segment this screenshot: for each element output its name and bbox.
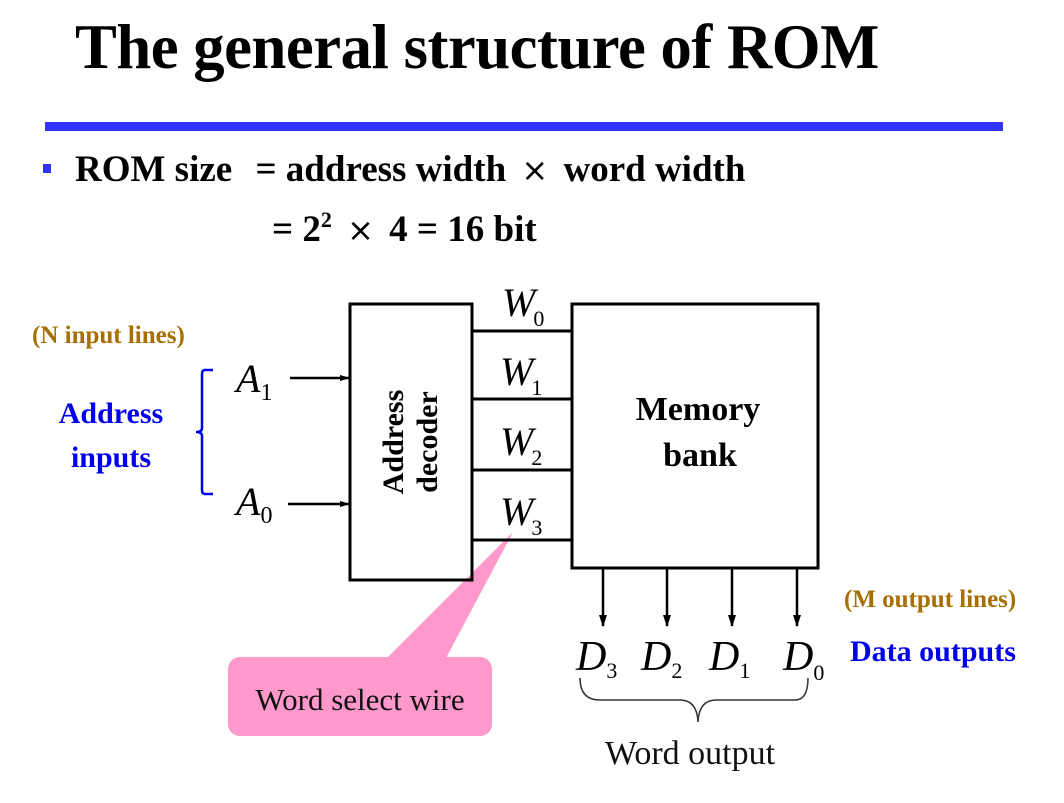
svg-text:Address: Address [377,390,410,494]
formula-line-1: ROM size = address width × word width [75,148,745,191]
output-label-d3: D3 [575,634,617,683]
data-outputs-label: Data outputs [850,635,1016,668]
slide-title: The general structure of ROM [75,11,879,82]
formula-equals: = [272,209,294,250]
title-divider [45,122,1003,131]
svg-text:decoder: decoder [411,391,444,493]
square-bullet-icon [43,164,51,173]
address-inputs-label-line-1: Address [58,397,164,430]
formula-base: 2 [302,209,321,250]
word-label-w0: W0 [502,280,544,331]
formula-factor: 4 [389,209,408,250]
times-operator: × [347,211,374,249]
output-lines-note: (M output lines) [844,586,1017,613]
output-label-d0: D0 [782,634,824,685]
formula-lhs: ROM size [75,149,233,190]
address-inputs-label: Address inputs [40,392,182,480]
address-brace [195,368,213,496]
word-label-w1: W1 [500,349,542,400]
output-label-d2: D2 [640,634,682,683]
address-decoder-label: Address decoder [377,390,444,494]
formula-term-word-width: word width [563,149,746,190]
word-output-brace [579,677,809,723]
input-label-a1: A1 [233,356,272,406]
times-operator: × [521,151,549,189]
output-label-d1: D1 [708,634,750,683]
input-lines-note: (N input lines) [32,322,185,349]
formula-term-address-width: address width [285,149,507,190]
formula-exponent: 2 [320,207,332,232]
formula-equals: = [255,149,277,190]
address-decoder-box [348,302,474,582]
word-label-w3: W3 [500,489,542,540]
input-label-a0: A0 [233,479,272,529]
word-select-callout [228,657,492,736]
memory-bank-label-line-2: bank [663,437,737,474]
memory-bank-box [570,302,820,570]
formula-line-2: = 22 × 4 = 16 bit [272,208,537,251]
address-inputs-label-line-2: inputs [70,441,152,474]
word-select-callout-text: Word select wire [255,682,464,717]
memory-bank-label-line-1: Memory [636,391,761,428]
formula-result: 16 bit [447,209,537,250]
formula-equals: = [416,209,438,250]
word-output-label: Word output [605,735,776,772]
callout-pointer [385,532,513,660]
word-label-w2: W2 [500,419,542,470]
